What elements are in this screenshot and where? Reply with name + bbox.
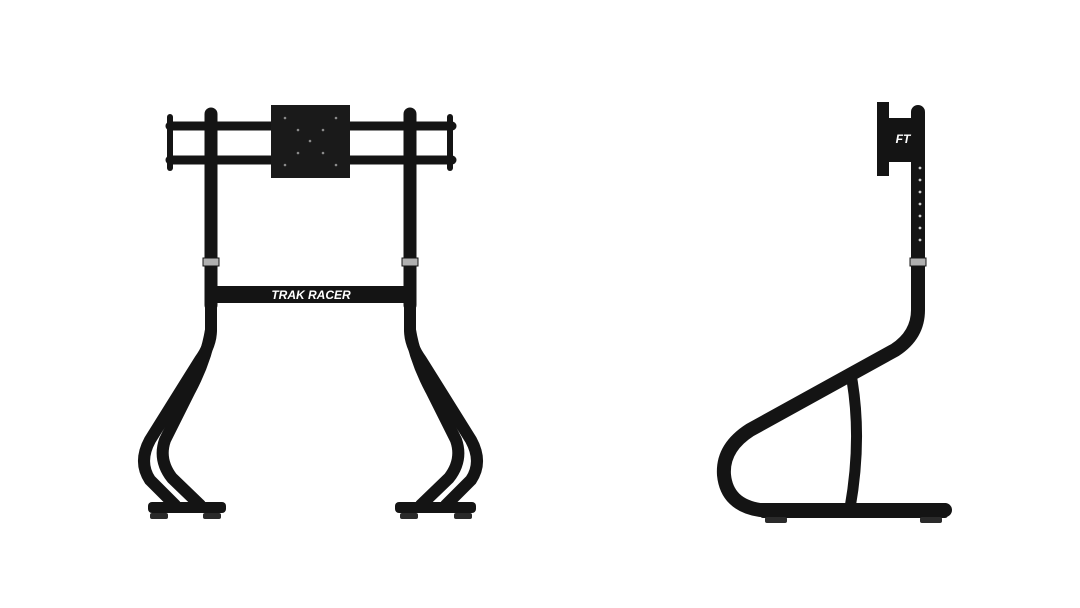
left-foot [148,502,226,513]
side-strut [844,374,863,514]
side-collar [909,257,927,267]
brand-text: TRAK RACER [271,288,351,302]
front-pads [150,513,472,519]
monitor-bracket-plate [889,118,913,162]
upright-holes [918,166,922,242]
right-leg [404,294,483,511]
side-view-stand [716,105,952,517]
left-leg [138,294,217,511]
right-foot [395,502,476,513]
side-pads [765,517,942,523]
side-base [760,503,948,518]
front-view-stand [138,107,483,511]
brand-crossbar [216,286,406,303]
bracket-text: FT [896,132,912,146]
right-collar [401,257,419,267]
left-collar [202,257,220,267]
monitor-bracket-arm [877,102,889,176]
vesa-holes [283,116,338,167]
side-main-tube [716,105,952,517]
